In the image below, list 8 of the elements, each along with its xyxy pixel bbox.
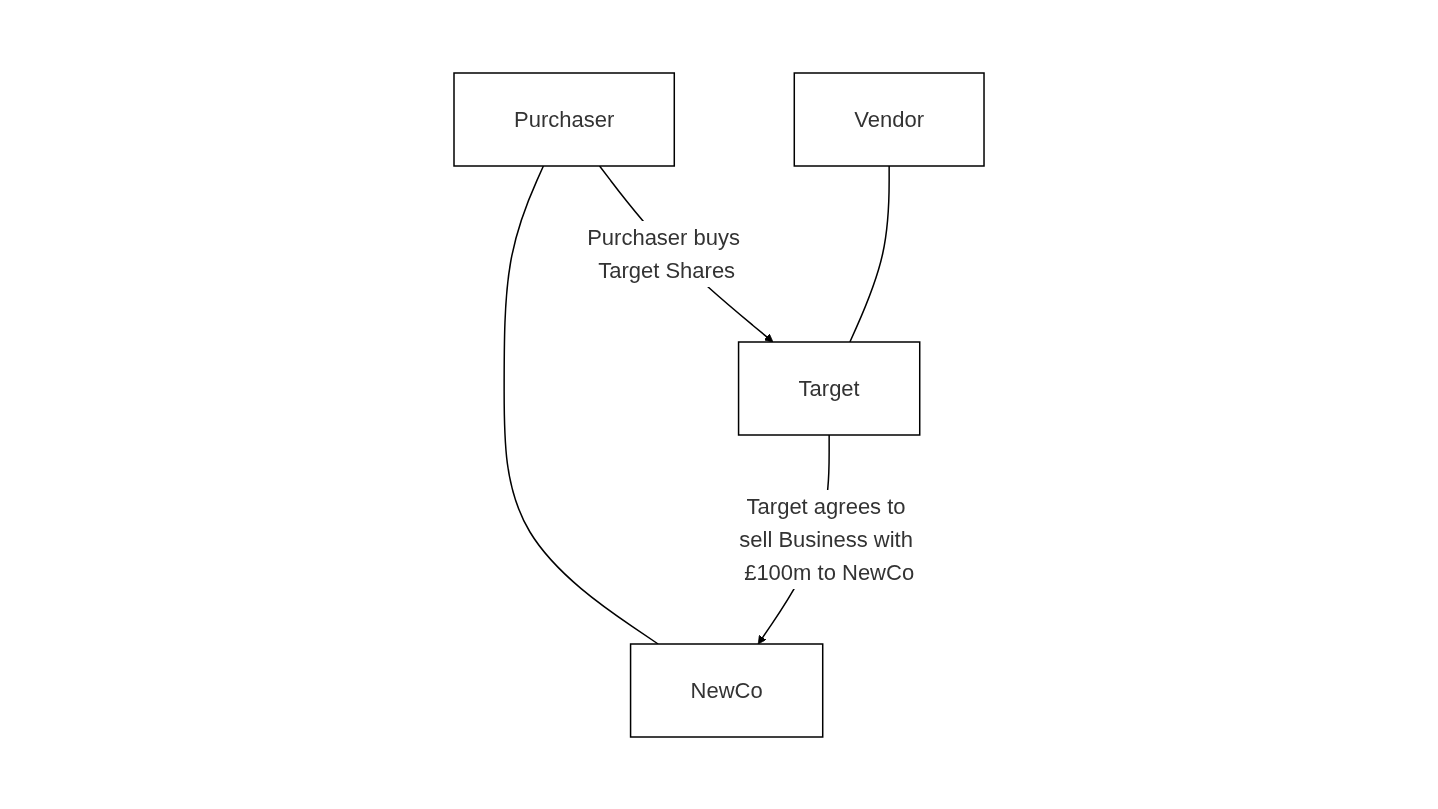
node-box: Vendor bbox=[793, 71, 985, 167]
edge-label: Purchaser buys Target Shares bbox=[587, 224, 740, 283]
node-box: Purchaser bbox=[453, 71, 675, 167]
edge-label: Target agrees to sell Business with £100m to NewCo bbox=[739, 493, 915, 585]
connector bbox=[503, 164, 659, 645]
node-box: NewCo bbox=[629, 642, 824, 738]
node-box: Target bbox=[737, 340, 921, 436]
connector bbox=[849, 164, 890, 343]
